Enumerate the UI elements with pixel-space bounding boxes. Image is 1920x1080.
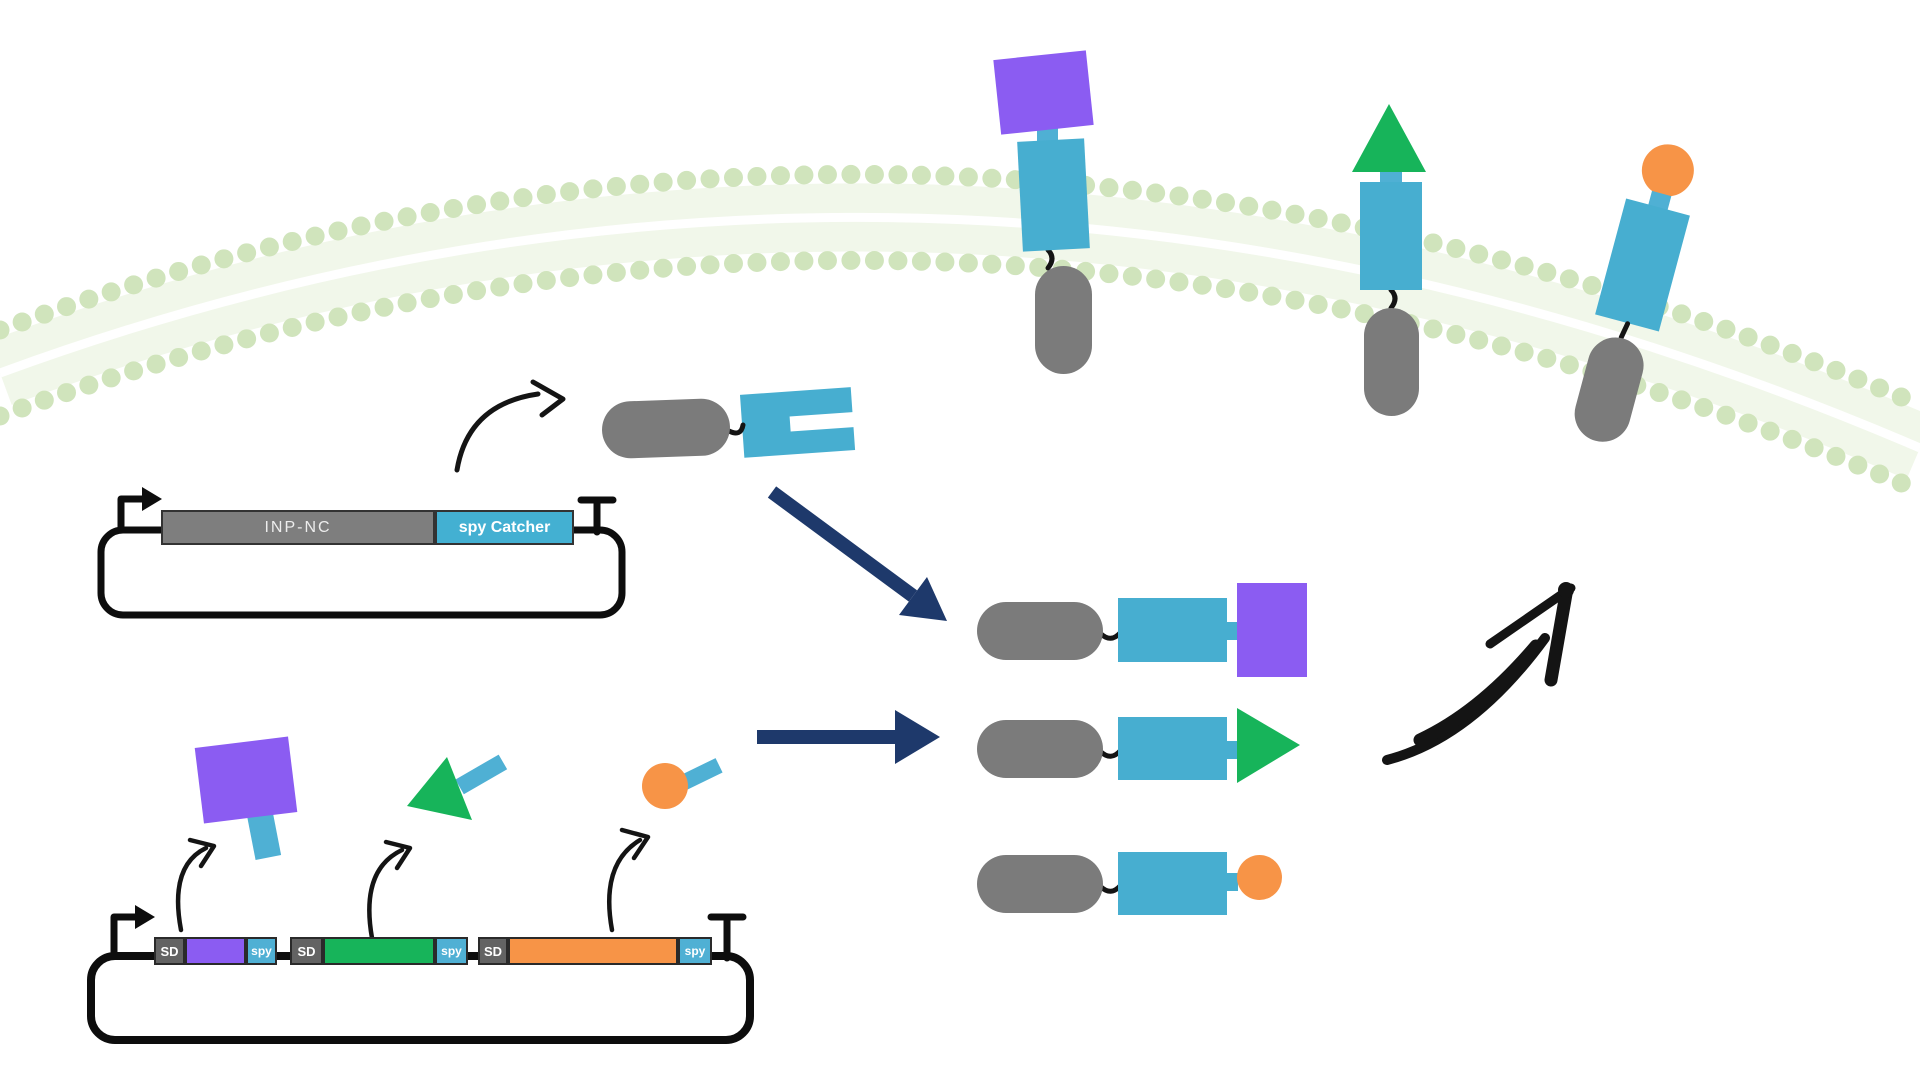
expression-arrow-plasmid1 bbox=[454, 391, 541, 473]
complex1-cargo-purple-square bbox=[1237, 583, 1307, 677]
plasmid2-promoter-icon bbox=[110, 913, 137, 958]
spycatcher-notched bbox=[739, 387, 856, 458]
gene-inp-nc: INP-NC bbox=[161, 510, 435, 545]
cassette3-spy-label: spy bbox=[684, 944, 706, 958]
displayed1-anchor-pill bbox=[1035, 266, 1092, 374]
display-swoosh-head-barb-right bbox=[1544, 587, 1573, 687]
spytag-stick-green bbox=[455, 754, 508, 795]
display-swoosh-head-barb-left bbox=[1485, 583, 1576, 649]
plasmid1-promoter-arrowhead bbox=[142, 487, 162, 511]
complex3-spycatcher-tab bbox=[1227, 873, 1238, 891]
display-swoosh-arrow-thick bbox=[1413, 639, 1543, 747]
cassette1-sd-label: SD bbox=[160, 943, 179, 959]
cassette1-spy-label: spy bbox=[251, 944, 272, 958]
free-cargo-orange-circle bbox=[642, 763, 688, 809]
free-cargo-purple-square bbox=[194, 736, 298, 824]
complex1-spycatcher-body bbox=[1118, 598, 1227, 662]
cassette1-spy: spy bbox=[246, 937, 277, 965]
linker-free-protein bbox=[726, 422, 746, 436]
cassette2-sd-label: SD bbox=[297, 943, 316, 959]
displayed2-cargo-green-triangle bbox=[1352, 104, 1426, 172]
expression-arrow-cargo2 bbox=[367, 847, 405, 941]
plasmid2-promoter-arrowhead bbox=[135, 905, 155, 929]
cassette2-spy-label: spy bbox=[441, 944, 462, 958]
gene-spycatcher: spy Catcher bbox=[435, 510, 574, 545]
cassette1-cargo-gene-purple bbox=[185, 937, 246, 965]
complex1-spycatcher-tab bbox=[1227, 622, 1238, 640]
displayed2-spycatcher-body bbox=[1360, 182, 1422, 290]
displayed1-cargo-purple-square bbox=[993, 50, 1094, 135]
displayed1-spycatcher-body bbox=[1017, 138, 1090, 252]
plasmid1-promoter-icon bbox=[117, 495, 144, 532]
free-cargo-green-triangle bbox=[407, 757, 472, 820]
expression-arrow-cargo3 bbox=[607, 837, 643, 933]
display-swoosh-head-tip bbox=[1558, 582, 1574, 598]
expression-arrow-cargo2-head bbox=[383, 839, 413, 871]
expression-arrow-cargo1-head bbox=[187, 837, 217, 869]
complex2-cargo-green-triangle bbox=[1237, 708, 1300, 783]
cassette1-sd: SD bbox=[154, 937, 185, 965]
assembly-arrow-diagonal-head bbox=[899, 577, 947, 621]
cassette3-sd: SD bbox=[478, 937, 508, 965]
complex2-spycatcher-tab bbox=[1227, 741, 1238, 759]
expression-arrow-cargo1 bbox=[175, 845, 209, 933]
complex3-anchor-pill bbox=[977, 855, 1103, 913]
expression-arrow-cargo3-head bbox=[619, 827, 651, 861]
complex1-anchor-pill bbox=[977, 602, 1103, 660]
displayed3-spycatcher-body bbox=[1595, 198, 1690, 332]
plasmid2-backbone bbox=[87, 952, 754, 1044]
cassette3-sd-label: SD bbox=[483, 943, 503, 959]
assembly-arrow-horizontal-head bbox=[895, 710, 940, 764]
displayed3-anchor-pill bbox=[1568, 331, 1650, 449]
complex2-anchor-pill bbox=[977, 720, 1103, 778]
expression-arrow-plasmid1-head bbox=[530, 379, 566, 418]
gene-spycatcher-label: spy Catcher bbox=[458, 518, 551, 536]
displayed2-anchor-pill bbox=[1364, 308, 1419, 416]
cassette2-cargo-gene-green bbox=[323, 937, 435, 965]
gene-inp-nc-label: INP-NC bbox=[264, 518, 332, 536]
complex2-spycatcher-body bbox=[1118, 717, 1227, 780]
complex3-spycatcher-body bbox=[1118, 852, 1227, 915]
cassette2-spy: spy bbox=[435, 937, 468, 965]
cassette2-sd: SD bbox=[290, 937, 323, 965]
linker-displayed-1 bbox=[1045, 247, 1055, 271]
linker-displayed-2 bbox=[1388, 287, 1398, 311]
plasmid1-terminator-icon bbox=[577, 496, 617, 536]
cassette3-spy: spy bbox=[678, 937, 712, 965]
complex3-cargo-orange-circle bbox=[1237, 855, 1282, 900]
free-protein-anchor-pill bbox=[601, 397, 731, 460]
assembly-arrow-diagonal bbox=[767, 486, 918, 602]
displayed2-spytag-connector bbox=[1380, 172, 1402, 184]
cassette3-cargo-gene-orange bbox=[508, 937, 678, 965]
plasmid2-terminator-icon bbox=[707, 913, 747, 962]
